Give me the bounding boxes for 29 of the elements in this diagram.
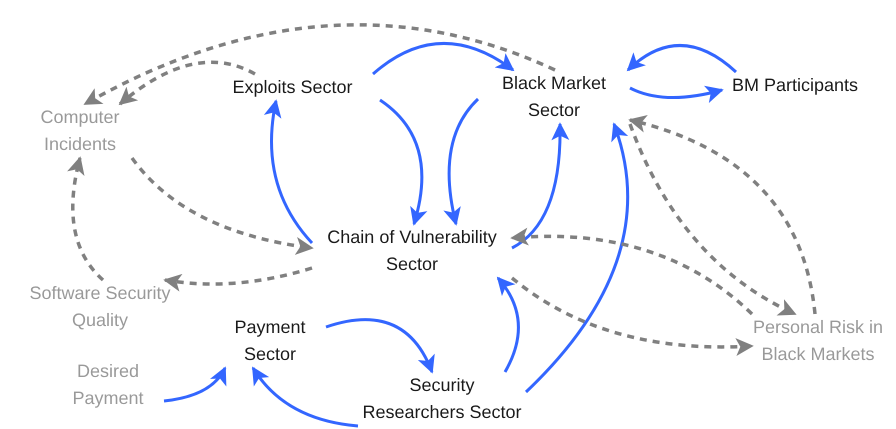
arrow	[372, 42, 514, 76]
node-label: Exploits Sector	[205, 74, 380, 101]
node-label: Personal Risk in Black Markets	[752, 314, 884, 368]
arrow	[83, 23, 556, 106]
arrow	[164, 366, 226, 402]
arrow	[444, 98, 480, 226]
node-label: Chain of Vulnerability Sector	[312, 224, 512, 278]
arrow	[163, 266, 312, 292]
arrow	[510, 228, 754, 316]
arrow	[511, 122, 569, 250]
arrow	[67, 156, 104, 282]
arrow	[118, 60, 256, 106]
arrow	[326, 318, 434, 374]
arrow	[496, 276, 520, 373]
node-label: Black Market Sector	[478, 70, 630, 124]
node-label: BM Participants	[722, 72, 868, 99]
arrow	[524, 122, 630, 394]
arrow	[510, 276, 754, 356]
arrow	[626, 44, 737, 74]
node-label: Computer Incidents	[18, 104, 142, 158]
arrow	[264, 99, 314, 244]
arrow	[130, 156, 314, 255]
arrow	[252, 366, 358, 428]
node-label: Payment Sector	[214, 314, 326, 368]
arrow	[379, 98, 427, 226]
node-label: Security Researchers Sector	[358, 372, 526, 426]
node-label: Desired Payment	[52, 358, 164, 412]
arrow	[629, 85, 724, 103]
node-label: Software Security Quality	[2, 280, 198, 334]
